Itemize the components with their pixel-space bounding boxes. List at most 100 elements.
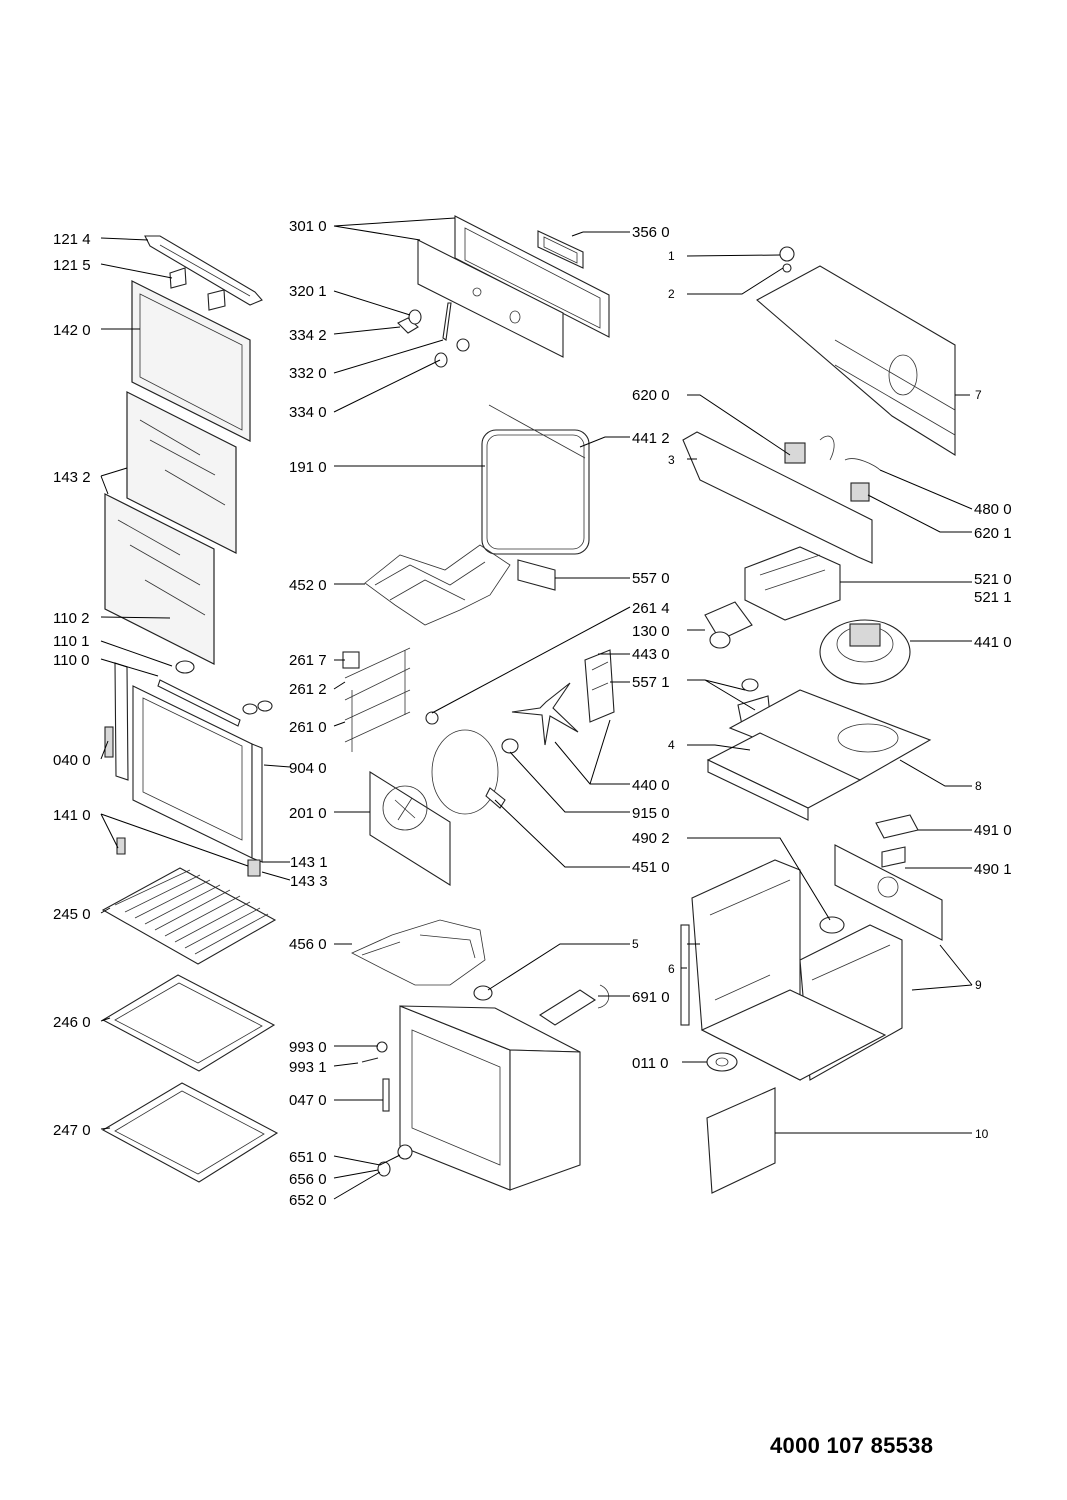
- fan-motor-part: [584, 649, 615, 723]
- callout-652-0: 652 0: [289, 1192, 327, 1209]
- callout-2: 2: [668, 287, 675, 301]
- inner-door-glass-upper-part: [126, 391, 237, 554]
- callout-490-2: 490 2: [632, 830, 670, 847]
- callout-6: 6: [668, 962, 675, 976]
- callout-121-5: 121 5: [53, 257, 91, 274]
- callout-191-0: 191 0: [289, 459, 327, 476]
- callout-121-4: 121 4: [53, 231, 91, 248]
- callout-3: 3: [668, 453, 675, 467]
- cooling-fan-part: [819, 619, 911, 685]
- callout-110-1: 110 1: [53, 633, 89, 650]
- callout-490-1: 490 1: [974, 861, 1012, 878]
- outer-casing-part: [680, 859, 903, 1081]
- callout-261-7: 261 7: [289, 652, 327, 669]
- callout-452-0: 452 0: [289, 577, 327, 594]
- glass-spacers-part: [157, 660, 273, 727]
- callout-521-1: 521 1: [974, 589, 1012, 606]
- callout-521-0: 521 0: [974, 571, 1012, 588]
- callout-320-1: 320 1: [289, 283, 327, 300]
- shelf-guide-rails-part: [342, 647, 439, 752]
- callout-440-0: 440 0: [632, 777, 670, 794]
- wire-shelf-part: [101, 867, 277, 965]
- callout-620-0: 620 0: [632, 387, 670, 404]
- rear-fan-cover-part: [369, 771, 451, 886]
- callout-993-0: 993 0: [289, 1039, 327, 1056]
- callout-201-0: 201 0: [289, 805, 327, 822]
- inner-door-panel-part: [116, 685, 263, 877]
- callout-480-0: 480 0: [974, 501, 1012, 518]
- callout-047-0: 047 0: [289, 1092, 327, 1109]
- callout-040-0: 040 0: [53, 752, 91, 769]
- callout-261-0: 261 0: [289, 719, 327, 736]
- electronic-board-part: [744, 546, 841, 621]
- oven-cavity-part: [399, 985, 581, 1191]
- callout-9: 9: [975, 978, 982, 992]
- document-number: 4000 107 85538: [770, 1433, 934, 1458]
- callout-141-0: 141 0: [53, 807, 91, 824]
- callout-142-0: 142 0: [53, 322, 91, 339]
- deep-roasting-pan-part: [101, 1082, 279, 1183]
- outer-door-glass-frame-part: [131, 280, 251, 442]
- callout-8: 8: [975, 779, 982, 793]
- callout-557-0: 557 0: [632, 570, 670, 587]
- callout-261-2: 261 2: [289, 681, 327, 698]
- callout-246-0: 246 0: [53, 1014, 91, 1031]
- small-fastener-parts: [361, 1041, 413, 1177]
- callout-441-2: 441 2: [632, 430, 670, 447]
- callout-143-2: 143 2: [53, 469, 91, 486]
- callout-110-0: 110 0: [53, 652, 89, 669]
- control-panel-frame-part: [417, 215, 610, 358]
- callout-301-0: 301 0: [289, 218, 327, 235]
- callout-7: 7: [975, 388, 982, 402]
- callout-143-1: 143 1: [290, 854, 328, 871]
- callout-620-1: 620 1: [974, 525, 1012, 542]
- control-bracket-part: [682, 431, 881, 564]
- top-heating-element-part: [364, 544, 556, 626]
- callout-334-2: 334 2: [289, 327, 327, 344]
- callout-110-2: 110 2: [53, 610, 89, 627]
- door-hinge-clips-part: [169, 267, 226, 311]
- callout-143-3: 143 3: [290, 873, 328, 890]
- callout-356-0: 356 0: [632, 224, 670, 241]
- callout-1: 1: [668, 249, 675, 263]
- display-window-part: [537, 230, 584, 269]
- callout-245-0: 245 0: [53, 906, 91, 923]
- circular-heating-element-part: [431, 729, 506, 815]
- callout-247-0: 247 0: [53, 1122, 91, 1139]
- inner-door-glass-lower-part: [104, 493, 215, 665]
- cooling-duct-part: [706, 689, 932, 821]
- callout-labels: 121 4 121 5 142 0 143 2 110 2 110 1 110 …: [53, 218, 1012, 1209]
- baking-tray-part: [101, 974, 276, 1072]
- door-side-profile-part: [104, 662, 129, 781]
- oven-door-gasket-part: [481, 404, 590, 555]
- callout-651-0: 651 0: [289, 1149, 327, 1166]
- top-cover-plate-part: [756, 246, 956, 456]
- callout-011-0: 011 0: [632, 1055, 668, 1072]
- motor-unit-part: [704, 601, 753, 649]
- rear-panel-part: [834, 844, 943, 941]
- callout-441-0: 441 0: [974, 634, 1012, 651]
- callout-904-0: 904 0: [289, 760, 327, 777]
- grill-element-part: [351, 919, 486, 986]
- probe-socket-part: [538, 984, 610, 1026]
- callout-4: 4: [668, 738, 675, 752]
- callout-993-1: 993 1: [289, 1059, 327, 1076]
- callout-130-0: 130 0: [632, 623, 670, 640]
- door-hinge-bar-part: [144, 235, 263, 306]
- callout-261-4: 261 4: [632, 600, 670, 617]
- foot-part: [706, 1052, 738, 1072]
- callout-332-0: 332 0: [289, 365, 327, 382]
- knob-parts: [397, 302, 470, 368]
- callout-691-0: 691 0: [632, 989, 670, 1006]
- callout-451-0: 451 0: [632, 859, 670, 876]
- back-plate-part: [706, 1087, 776, 1194]
- callout-557-1: 557 1: [632, 674, 670, 691]
- callout-456-0: 456 0: [289, 936, 327, 953]
- callout-443-0: 443 0: [632, 646, 670, 663]
- callout-491-0: 491 0: [974, 822, 1012, 839]
- callout-10: 10: [975, 1127, 989, 1141]
- callout-334-0: 334 0: [289, 404, 327, 421]
- callout-915-0: 915 0: [632, 805, 670, 822]
- callout-5: 5: [632, 937, 639, 951]
